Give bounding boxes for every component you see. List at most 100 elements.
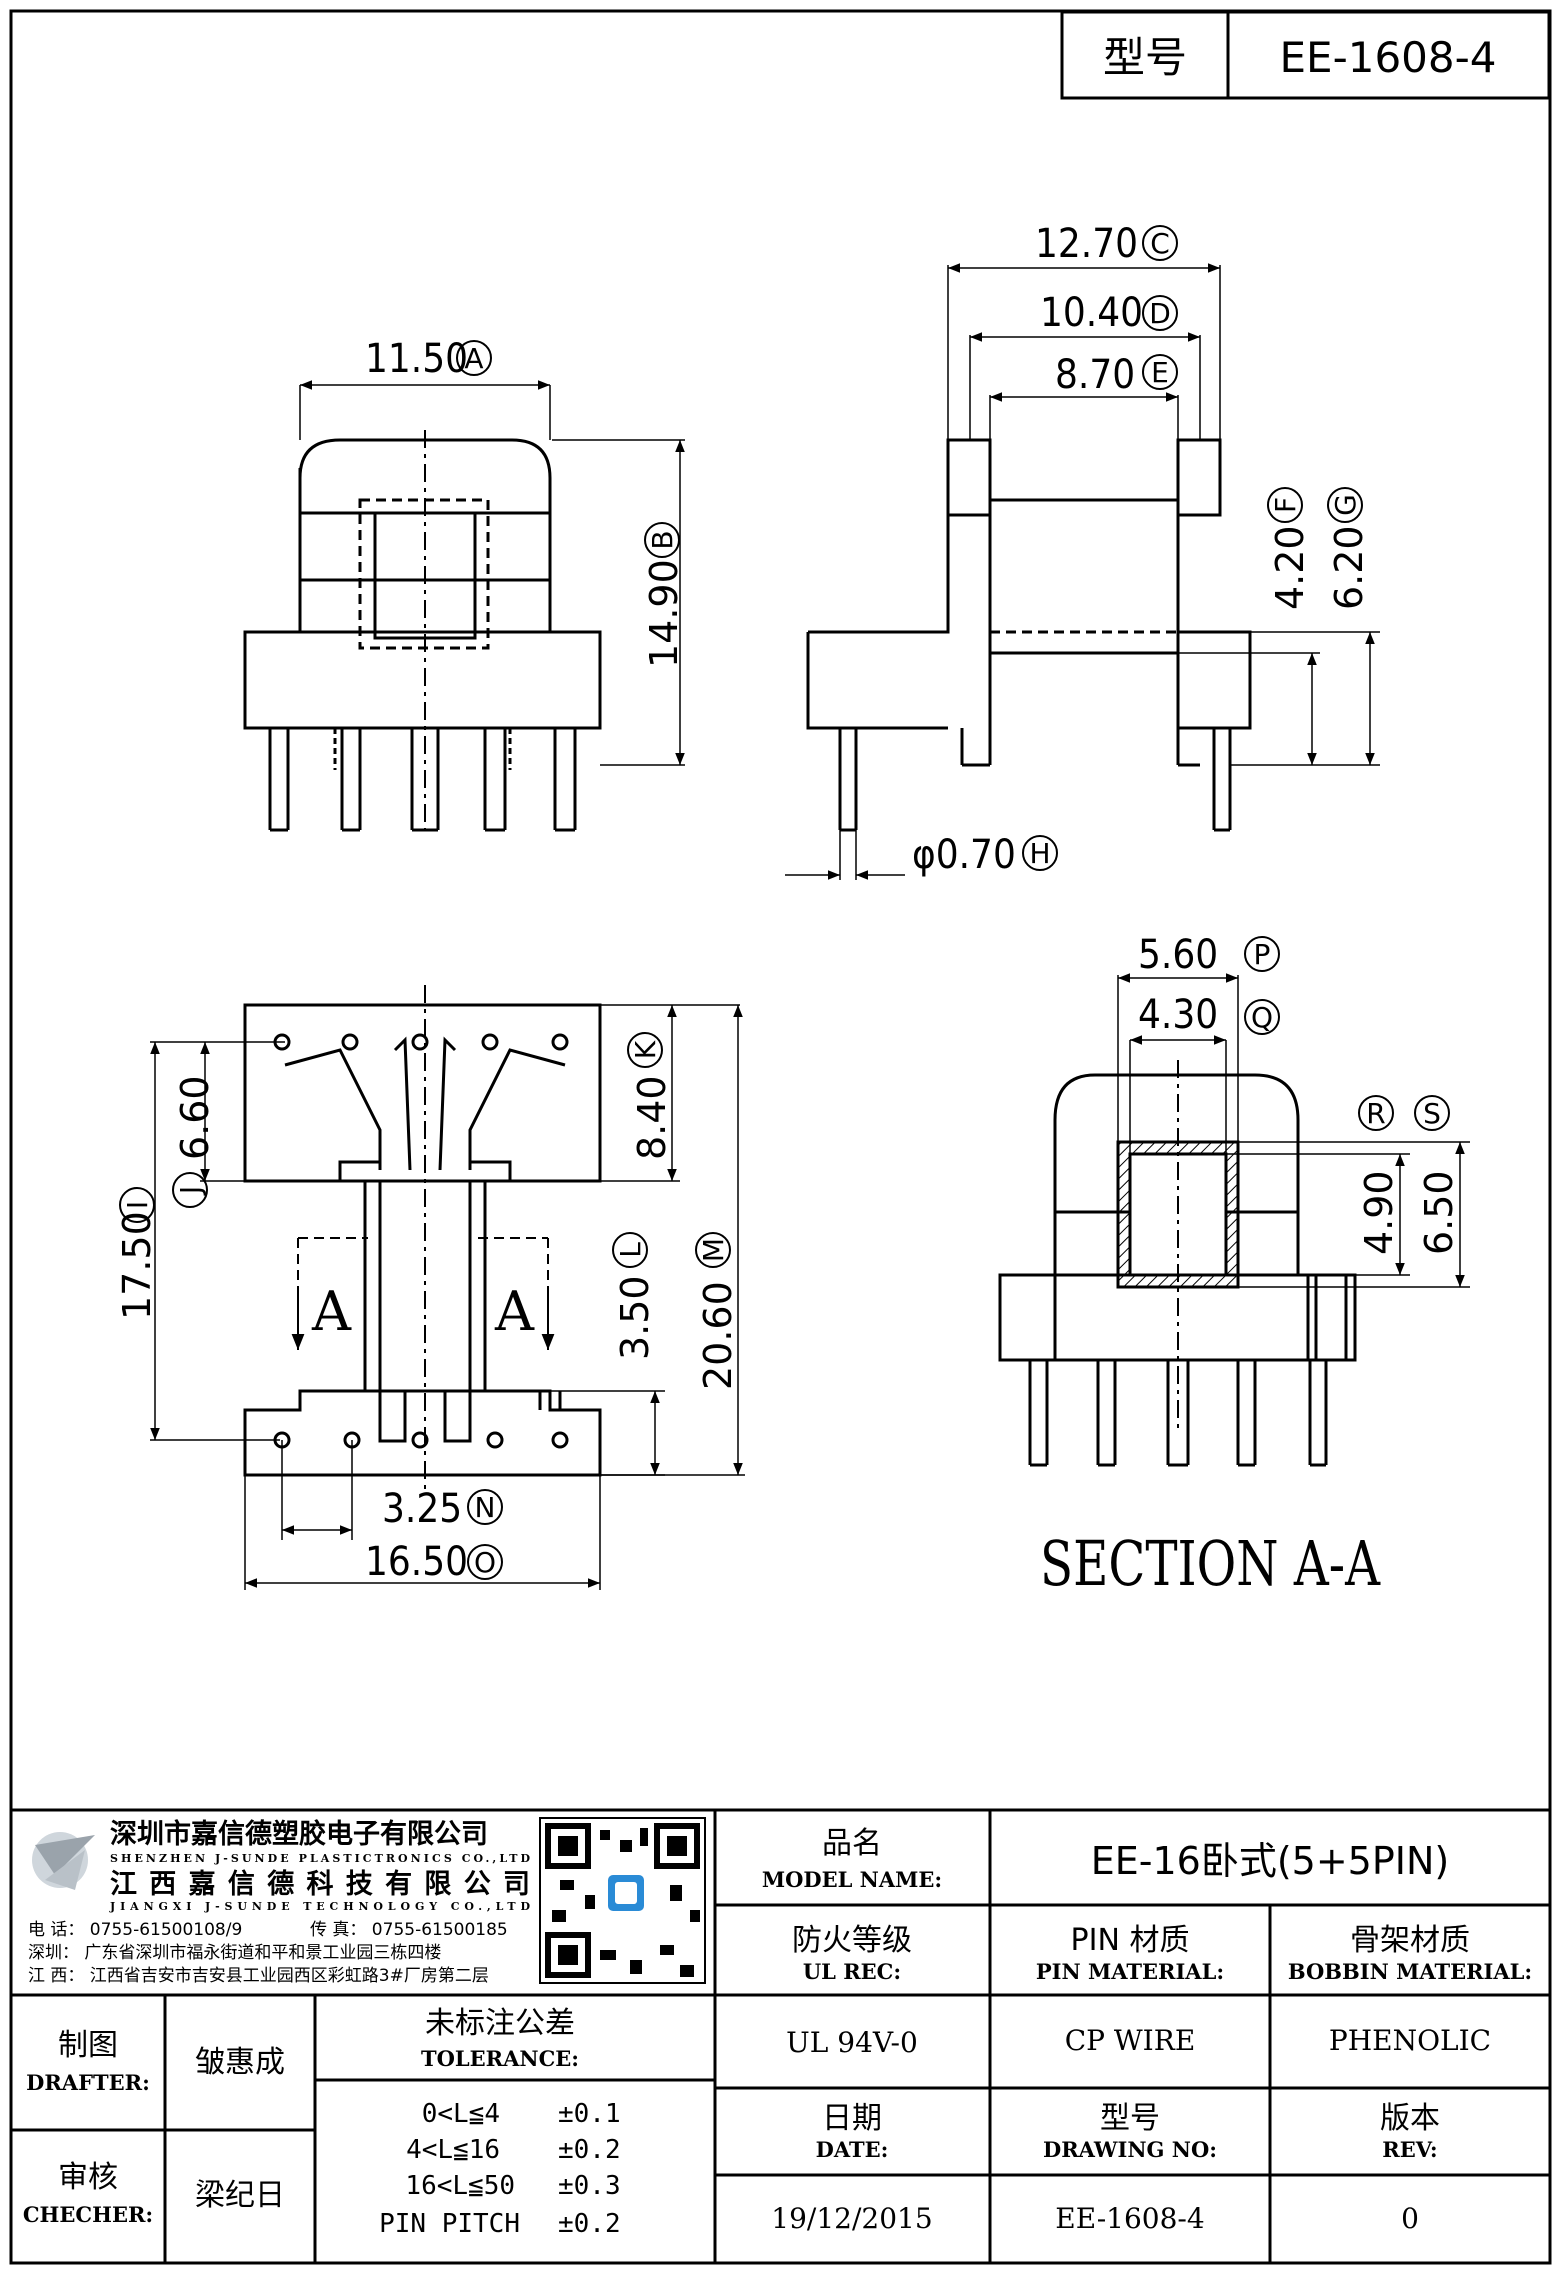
- dim-q-value: 4.30: [1138, 992, 1218, 1038]
- tb-date-val: 19/12/2015: [771, 2202, 932, 2235]
- dim-b-tag-circle: [644, 522, 680, 558]
- dim-k-tag: K: [629, 1040, 662, 1059]
- dim-a-value: 11.50: [365, 336, 468, 382]
- dim-k-value: 8.40: [630, 1075, 674, 1160]
- tb-drawing-cn: 型号: [1100, 2101, 1160, 2136]
- dim-d-value: 10.40: [1040, 290, 1143, 336]
- tb-drafter-en: DRAFTER:: [26, 2070, 150, 2095]
- tb-pin-en: PIN MATERIAL:: [1036, 1959, 1224, 1984]
- tb-drawing-en: DRAWING NO:: [1043, 2137, 1217, 2162]
- dim-e-tag-circle: [1142, 354, 1178, 390]
- company-name-en-2: JIANGXI J-SUNDE TECHNOLOGY CO.,LTD: [109, 1900, 530, 1913]
- company-logo: [32, 1832, 95, 1890]
- tb-drawing-val: EE-1608-4: [1055, 2202, 1204, 2235]
- dim-l-value: 3.50: [613, 1275, 657, 1360]
- tb-tolerance-cn: 未标注公差: [425, 2006, 575, 2041]
- tb-ul-en: UL REC:: [803, 1959, 901, 1984]
- dim-b-tag: B: [646, 530, 679, 549]
- dim-d-tag-circle: [1142, 295, 1178, 331]
- title-block-grid: [11, 1808, 1550, 2263]
- company-name-en-1: SHENZHEN J-SUNDE PLASTICTRONICS CO.,LTD: [110, 1852, 530, 1865]
- dim-l-tag-circle: [612, 1232, 648, 1268]
- company-name-cn-1: 深圳市嘉信德塑胶电子有限公司: [110, 1818, 488, 1850]
- company-addr-jx: 江 西： 江西省吉安市吉安县工业园西区彩虹路3#厂房第二层: [28, 1966, 489, 1986]
- dim-m-tag: M: [697, 1238, 730, 1262]
- dim-g-value: 6.20: [1327, 525, 1371, 610]
- front-view: [243, 380, 685, 832]
- dim-a-tag-circle: [456, 340, 492, 376]
- tol-row-3-range: PIN PITCH: [379, 2209, 520, 2239]
- dim-i-tag-circle: [119, 1187, 155, 1223]
- header-label: 型号: [1103, 33, 1187, 82]
- tb-model-name-val: EE-16卧式(5+5PIN): [1091, 1839, 1449, 1883]
- dim-q-tag: Q: [1251, 1001, 1273, 1034]
- dim-l-tag: L: [614, 1242, 647, 1258]
- tb-bobbin-cn: 骨架材质: [1350, 1923, 1470, 1958]
- dim-s-tag-circle: [1414, 1095, 1450, 1131]
- tb-model-name-en: MODEL NAME:: [762, 1867, 942, 1892]
- dim-n-tag: N: [475, 1491, 496, 1524]
- tol-row-0-range: 0<L≦4: [422, 2099, 500, 2129]
- tol-row-2-range: 16<L≦50: [405, 2171, 515, 2201]
- dim-m-tag-circle: [695, 1232, 731, 1268]
- dim-j-tag-circle: [172, 1172, 208, 1208]
- header-model-box: 型号 EE-1608-4: [1060, 10, 1551, 100]
- dim-g-tag: G: [1329, 494, 1362, 516]
- section-view: [998, 973, 1470, 1467]
- tol-row-2-value: ±0.3: [558, 2171, 621, 2201]
- top-view: [150, 985, 745, 1590]
- side-view: [785, 263, 1380, 880]
- tb-tolerance-en: TOLERANCE:: [421, 2046, 579, 2071]
- dim-d-tag: D: [1149, 297, 1171, 330]
- dim-r-tag-circle: [1358, 1095, 1394, 1131]
- company-name-cn-2: 江西嘉信德科技有限公司: [110, 1869, 530, 1900]
- dim-490-value: 4.90: [1357, 1170, 1401, 1255]
- dim-r-tag: R: [1366, 1097, 1385, 1130]
- tb-checker-val: 梁纪日: [195, 2178, 285, 2213]
- qr-code: [539, 1817, 706, 1984]
- tb-date-en: DATE:: [816, 2137, 889, 2162]
- dim-a-tag: A: [464, 342, 483, 375]
- dim-h-tag: H: [1029, 837, 1050, 870]
- dim-p-tag: P: [1254, 938, 1271, 971]
- dim-f-value: 4.20: [1268, 525, 1312, 610]
- tb-ul-cn: 防火等级: [792, 1923, 912, 1958]
- dim-i-tag: I: [121, 1201, 154, 1209]
- tol-row-1-value: ±0.2: [558, 2135, 621, 2165]
- section-marker-right: A: [494, 1280, 535, 1343]
- dim-c-value: 12.70: [1035, 221, 1138, 267]
- dim-e-value: 8.70: [1055, 352, 1135, 398]
- dim-b-value: 14.90: [642, 559, 686, 668]
- company-phone: 电 话： 0755-61500108/9: [28, 1920, 242, 1940]
- dim-p-tag-circle: [1244, 936, 1280, 972]
- section-title: SECTION A-A: [1040, 1527, 1381, 1600]
- tb-drafter-val: 皱惠成: [195, 2045, 285, 2080]
- tb-ul-val: UL 94V-0: [786, 2026, 918, 2059]
- tb-checker-cn: 审核: [58, 2160, 118, 2195]
- tb-date-cn: 日期: [822, 2101, 882, 2136]
- dim-o-tag: O: [474, 1546, 496, 1579]
- tb-drafter-cn: 制图: [58, 2028, 118, 2063]
- dim-g-tag-circle: [1327, 487, 1363, 523]
- header-model: EE-1608-4: [1280, 33, 1497, 82]
- dim-o-value: 16.50: [365, 1539, 468, 1585]
- dim-c-tag-circle: [1142, 225, 1178, 261]
- tb-bobbin-val: PHENOLIC: [1329, 2024, 1491, 2057]
- dim-k-tag-circle: [627, 1032, 663, 1068]
- sheet-border: [9, 9, 1552, 2265]
- dim-p-value: 5.60: [1138, 932, 1218, 978]
- tb-rev-val: 0: [1401, 2202, 1419, 2235]
- dim-i-value: 17.50: [115, 1211, 159, 1320]
- dim-s-tag: S: [1423, 1097, 1441, 1130]
- company-addr-sz: 深圳： 广东省深圳市福永街道和平和景工业园三栋四楼: [28, 1943, 441, 1963]
- tolerance-table: 0<L≦4 ±0.1 4<L≦16 ±0.2 16<L≦50 ±0.3 PIN …: [379, 2099, 621, 2239]
- tol-row-3-value: ±0.2: [558, 2209, 621, 2239]
- tb-pin-val: CP WIRE: [1065, 2024, 1196, 2057]
- dim-c-tag: C: [1150, 227, 1170, 260]
- tb-bobbin-en: BOBBIN MATERIAL:: [1288, 1959, 1532, 1984]
- dim-n-value: 3.25: [382, 1486, 462, 1532]
- dim-m-value: 20.60: [696, 1281, 740, 1390]
- dim-f-tag: F: [1269, 497, 1302, 513]
- dim-h-value: φ0.70: [912, 832, 1016, 878]
